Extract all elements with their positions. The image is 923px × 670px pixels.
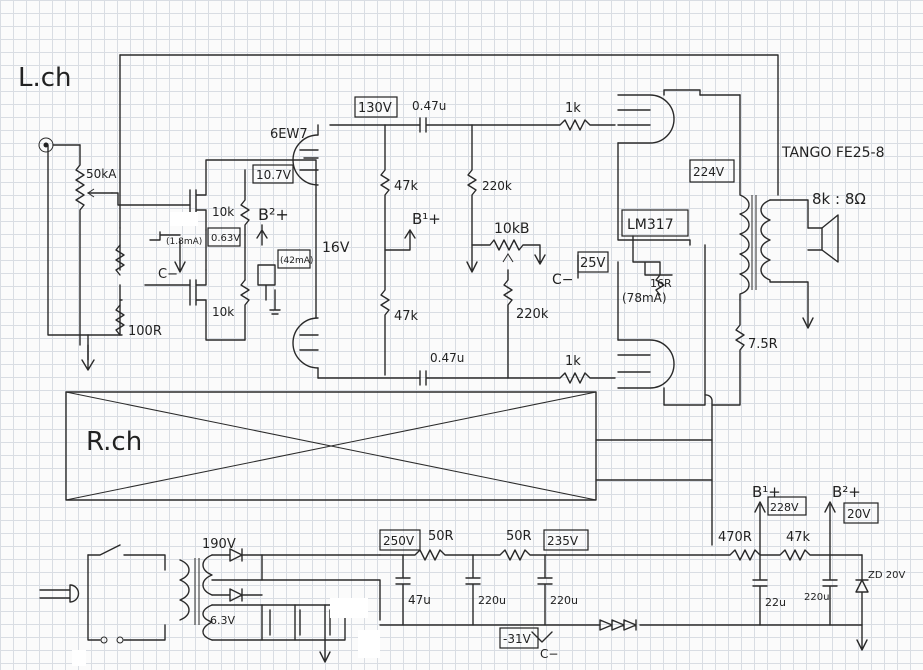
b-plus-out-label: 224V [693,165,725,179]
b2-plus-label-b: B²+ [832,483,861,501]
cap-bottom-label: 0.47u [430,351,464,365]
tube-6ew7: 6EW7 16V [270,124,421,379]
b1-plus-label-a: B¹+ [412,210,441,228]
c-minus-label-a: C− [158,267,178,282]
b2-value-label: 20V [847,507,871,521]
heater-label: 6.3V [210,614,235,627]
output-tubes [617,89,713,546]
grid-network: 220k 220k 10kB C− [466,124,574,379]
cap-22u-label: 22u [765,596,786,609]
resistor-50r-b-label: 50R [506,529,532,544]
current-small-label: (1.8mA) [166,237,202,247]
resistor-220k-top-label: 220k [482,179,512,193]
resistor-100r: 100R [115,244,162,339]
resistor-50r-a-label: 50R [428,529,454,544]
right-channel-block: R.ch [65,391,713,501]
cathode-voltage-label: 10.7V [256,168,292,182]
plate-voltage-label: 130V [358,101,392,116]
cap-top-label: 0.47u [412,99,446,113]
regulator-label: LM317 [627,217,674,233]
power-supply: 190V 6.3V 250V 235V 50R 50R 47u 220u 220… [39,483,905,666]
impedance-label: 8k : 8Ω [812,190,866,208]
volume-pot-label: 50kA [86,167,117,181]
input-jack-icon [38,137,81,153]
transformer-sec-label: 190V [202,537,236,552]
ground-icon-right [856,624,868,651]
resistor-100r-label: 100R [128,324,162,339]
neg-supply-label: -31V [503,632,532,646]
resistor-7-5r-label: 7.5R [748,337,778,352]
resistor-1k-bottom-label: 1k [565,354,581,369]
plate-loads: 47k 47k B¹+ [380,124,441,376]
cap-47u-label: 47u [408,593,431,607]
top-wiring [47,54,779,361]
b2-plus-label-a: B²+ [258,205,289,224]
volume-pot: 50kA [75,144,191,346]
zener-diode-icon [855,554,869,626]
right-channel-label: R.ch [86,427,142,457]
speaker-icon [821,214,839,263]
cap-220u-b-label: 220u [550,594,578,607]
resistor-470r-label: 470R [718,530,752,545]
current-reg-label: (78mA) [622,291,667,305]
supply-2-label: 235V [547,534,579,548]
input-stage: 10k 10k (1.8mA) 0.63V (42mA) B²+ C− [144,159,317,341]
coupling-caps: 0.47u 0.47u 1k 1k [317,99,616,386]
zener-label: ZD 20V [868,570,905,581]
b1-value-label: 228V [770,501,799,514]
speaker-model-label: TANGO FE25-8 [781,145,885,161]
pot-10kb-label: 10kB [494,221,530,237]
left-channel-label: L.ch [18,63,72,93]
resistor-10k-top-label: 10k [212,205,234,219]
resistor-47k-supply-label: 47k [786,530,811,545]
output-transformer: 224V 7.5R TANGO FE25-8 8k : 8Ω [689,94,885,406]
gate-bias-label: 0.63V [211,233,240,244]
c-minus-label-b: C− [552,272,574,288]
mains-plug-icon [39,584,80,603]
lm317-regulator: LM317 16R (78mA) [621,209,689,305]
tube-label: 6EW7 [270,127,308,142]
cap-220u-a-label: 220u [478,594,506,607]
resistor-47k-top-label: 47k [394,179,419,194]
output-reg-voltage-label: 25V [580,256,606,271]
screen-voltage-label: 16V [322,240,350,256]
resistor-10k-bottom-label: 10k [212,305,234,319]
ground-icon [81,344,95,371]
resistor-220k-bottom-label: 220k [516,307,549,322]
current-mid-label: (42mA) [280,256,313,266]
resistor-16r-label: 16R [650,277,672,290]
b1-plus-label-b: B¹+ [752,483,781,501]
c-minus-label-c: C− [540,647,558,661]
diode-string-icon [599,619,637,631]
supply-1-label: 250V [383,534,415,548]
resistor-1k-top-label: 1k [565,101,581,116]
resistor-47k-bottom-label: 47k [394,309,419,324]
cap-220u-c-label: 220u [804,592,829,603]
